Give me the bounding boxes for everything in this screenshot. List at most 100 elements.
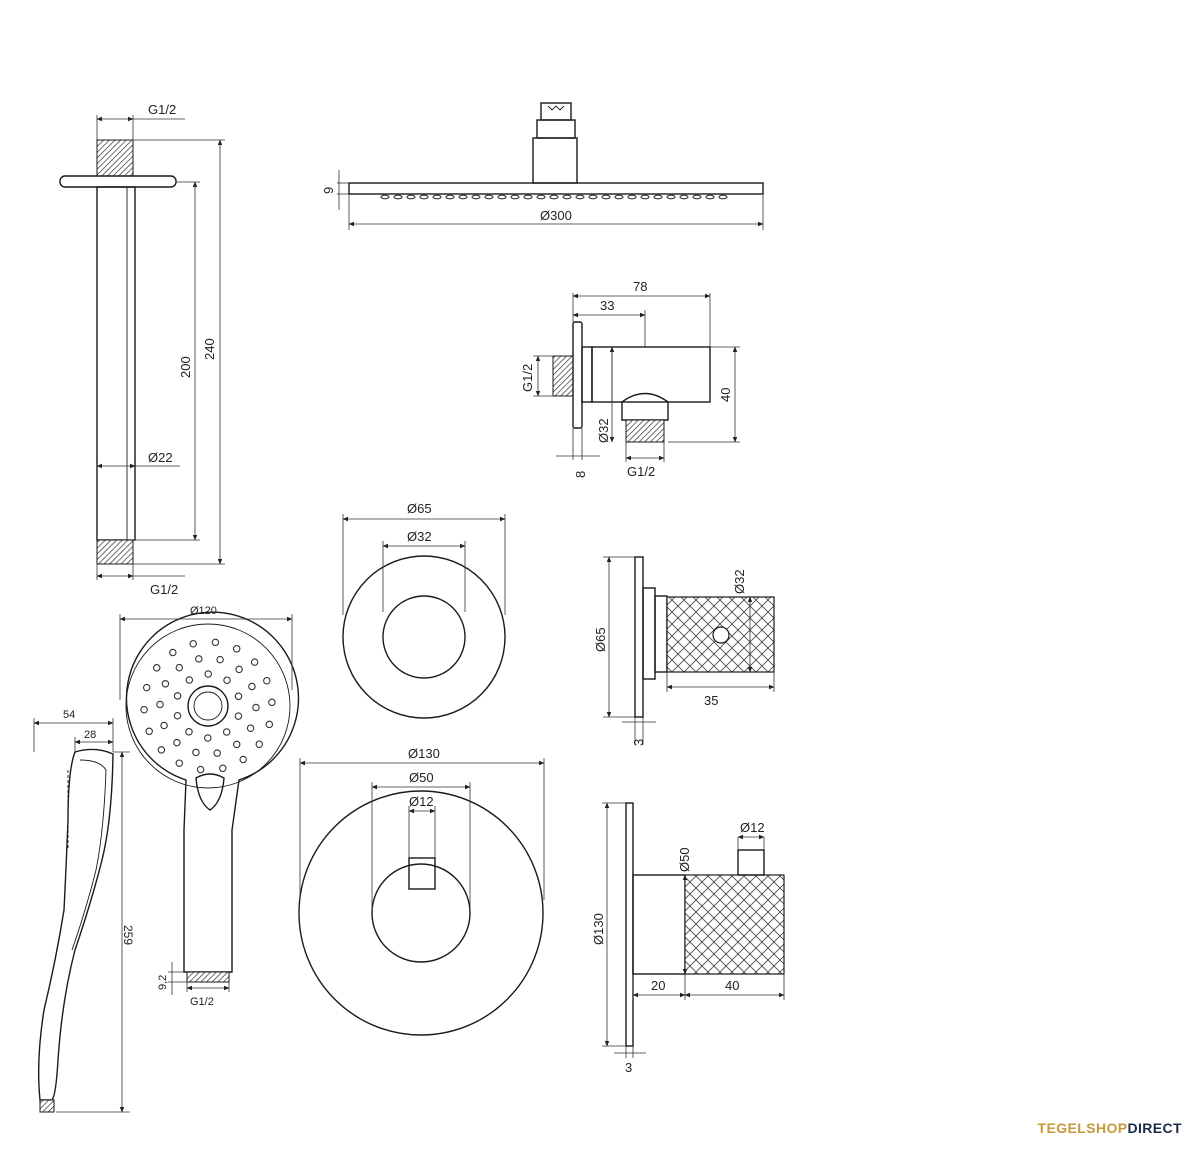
thermo-lever-diameter-label: Ø12 [409, 794, 434, 809]
stop-side-length-label: 35 [704, 693, 718, 708]
elbow-depth-78-label: 78 [633, 279, 647, 294]
hand-spray-holes [140, 638, 276, 774]
spray-hole [157, 746, 166, 754]
hand-shower-side: 54 28 259 [33, 709, 135, 1113]
spray-hole [213, 749, 221, 757]
stop-knob-diameter-label: Ø32 [407, 529, 432, 544]
nozzle [406, 194, 416, 200]
arm-length-240-label: 240 [202, 338, 217, 360]
spray-hole [185, 676, 194, 684]
spray-hole [252, 703, 260, 712]
elbow-flange-label: 8 [573, 471, 588, 478]
elbow-depth-33-label: 33 [600, 298, 614, 313]
brand-logo-part2: DIRECT [1127, 1120, 1182, 1136]
spray-hole [235, 665, 243, 674]
spray-hole [196, 765, 205, 774]
spray-hole [175, 759, 184, 767]
nozzle [549, 194, 559, 200]
head-thickness-label: 9 [321, 187, 336, 194]
nozzle [575, 194, 585, 200]
nozzle [666, 194, 676, 200]
rain-shower-head: 9 Ø300 [321, 102, 764, 230]
nozzle [705, 194, 715, 200]
spray-hole [173, 692, 182, 700]
elbow-height-label: 40 [718, 388, 733, 402]
arm-top-thread-label: G1/2 [148, 102, 176, 117]
spray-hole [265, 720, 274, 729]
spray-hole [173, 711, 182, 720]
spray-hole [175, 663, 184, 672]
nozzle [471, 194, 481, 200]
brand-logo-part1: TEGELSHOP [1037, 1120, 1128, 1136]
spray-hole [169, 648, 177, 657]
thermostat-front: Ø130 Ø50 Ø12 [298, 746, 545, 1036]
elbow-thread-side-label: G1/2 [520, 364, 535, 392]
thermo-side-knob-label: Ø50 [677, 847, 692, 872]
hand-shower-front: Ø120 9,2 G1/2 [119, 605, 300, 1008]
thermo-side-40-label: 40 [725, 978, 739, 993]
nozzle [679, 194, 689, 200]
nozzle [536, 194, 546, 200]
nozzle [692, 194, 702, 200]
elbow-outlet-label: Ø32 [596, 418, 611, 443]
spray-hole [246, 724, 255, 732]
spray-hole [216, 655, 224, 664]
stop-valve-front: Ø65 Ø32 [342, 501, 506, 719]
elbow-thread-bottom-label: G1/2 [627, 464, 655, 479]
nozzle [640, 194, 650, 200]
nozzle [653, 194, 663, 200]
hand-width-28-label: 28 [84, 729, 96, 741]
hand-length-label: 259 [121, 925, 135, 945]
brand-logo: TEGELSHOPDIRECT [1038, 1120, 1182, 1136]
stop-side-diameter-label: Ø65 [593, 627, 608, 652]
nozzle [562, 194, 572, 200]
nozzle [380, 194, 390, 200]
nozzle [718, 194, 728, 200]
arm-diameter-label: Ø22 [148, 450, 173, 465]
spray-hole [185, 728, 193, 736]
spray-hole [204, 670, 212, 678]
hand-thread-label: G1/2 [190, 996, 214, 1008]
nozzle [393, 194, 403, 200]
ceiling-arm: G1/2 200 240 Ø22 G1/2 [59, 102, 225, 597]
spray-hole [211, 638, 220, 647]
nozzle [588, 194, 598, 200]
nozzle [419, 194, 429, 200]
thermo-side-plate-label: 3 [625, 1060, 632, 1075]
arm-bottom-thread-label: G1/2 [150, 582, 178, 597]
nozzle [523, 194, 533, 200]
spray-hole [152, 664, 161, 672]
spray-hole [250, 658, 259, 666]
spray-hole [223, 676, 231, 684]
nozzle [614, 194, 624, 200]
spray-hole [232, 645, 241, 653]
spray-hole [161, 680, 170, 688]
spray-hole [140, 705, 148, 714]
stop-side-knob-label: Ø32 [732, 569, 747, 594]
stop-rosette-diameter-label: Ø65 [407, 501, 432, 516]
thermo-knob-diameter-label: Ø50 [409, 770, 434, 785]
thermo-side-diameter-label: Ø130 [591, 913, 606, 945]
thermostat-side: Ø130 Ø50 Ø12 20 40 3 [591, 802, 785, 1075]
thermo-side-lever-label: Ø12 [740, 820, 765, 835]
nozzle [432, 194, 442, 200]
stop-valve-side: Ø65 Ø32 35 3 [593, 556, 775, 746]
spray-hole [204, 734, 212, 742]
arm-length-200-label: 200 [178, 356, 193, 378]
spray-hole [195, 655, 203, 663]
hand-thread-len-label: 9,2 [157, 975, 169, 990]
spray-hole [189, 639, 197, 648]
nozzle [445, 194, 455, 200]
thermo-rosette-diameter-label: Ø130 [408, 746, 440, 761]
nozzle [484, 194, 494, 200]
spray-hole [248, 682, 256, 691]
hand-diameter-label: Ø120 [190, 605, 217, 617]
head-nozzles [380, 194, 728, 200]
spray-hole [160, 721, 168, 730]
spray-hole [173, 738, 181, 747]
spray-hole [255, 740, 264, 748]
nozzle [510, 194, 520, 200]
head-diameter-label: Ø300 [540, 208, 572, 223]
spray-hole [222, 728, 231, 736]
